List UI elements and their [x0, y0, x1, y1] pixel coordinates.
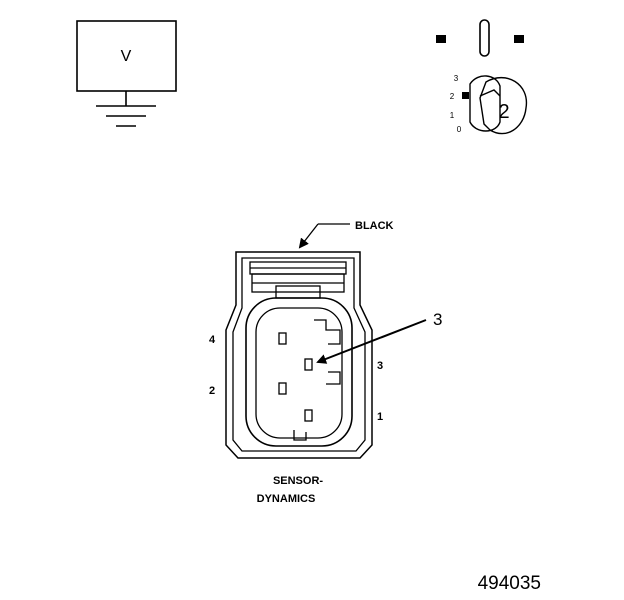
connector-color-label: BLACK — [355, 220, 394, 232]
connector-name-line1: SENSOR- — [273, 475, 323, 487]
ignition-switch: 3 2 1 0 2 — [436, 19, 528, 135]
pin-2-terminal — [278, 382, 287, 395]
pin-3-terminal — [304, 358, 313, 371]
pin-label-4: 4 — [209, 334, 216, 346]
connector-cavity-inner — [255, 307, 343, 439]
switch-terminal-left — [436, 35, 446, 43]
voltmeter: V — [76, 20, 177, 127]
pin-1-terminal — [304, 409, 313, 422]
connector: BLACK 3 4 2 3 1 — [209, 220, 443, 505]
connector-cavity-outer — [245, 297, 353, 447]
pin-4-terminal — [278, 332, 287, 345]
key-position-marker — [462, 92, 469, 99]
keying-rib-upper — [314, 319, 341, 345]
key-position-1: 1 — [450, 111, 455, 120]
key-selected-position: 2 — [498, 101, 509, 123]
connector-outer-housing — [225, 251, 373, 459]
key-position-0: 0 — [457, 125, 462, 134]
color-arrow — [298, 223, 319, 249]
key-position-3: 3 — [454, 74, 459, 83]
connector-latch — [249, 261, 347, 299]
keying-rib-lower — [326, 371, 341, 385]
pin-pointer-arrow — [316, 319, 427, 364]
connector-name-line2: DYNAMICS — [257, 493, 316, 505]
connector-pins — [278, 319, 341, 441]
key-position-2: 2 — [450, 92, 455, 101]
pin-pointer-label: 3 — [433, 310, 442, 329]
ground-icon — [96, 105, 156, 127]
voltmeter-symbol: V — [121, 48, 132, 65]
switch-blade-icon — [479, 19, 490, 57]
connector-inner-housing — [232, 257, 366, 452]
keying-rib-bottom — [293, 430, 307, 441]
pin-label-3: 3 — [377, 360, 383, 372]
figure-number: 494035 — [478, 573, 541, 594]
pin-label-2: 2 — [209, 385, 215, 397]
key-cylinder-icon — [469, 75, 528, 135]
pin-label-1: 1 — [377, 411, 383, 423]
switch-terminal-right — [514, 35, 524, 43]
